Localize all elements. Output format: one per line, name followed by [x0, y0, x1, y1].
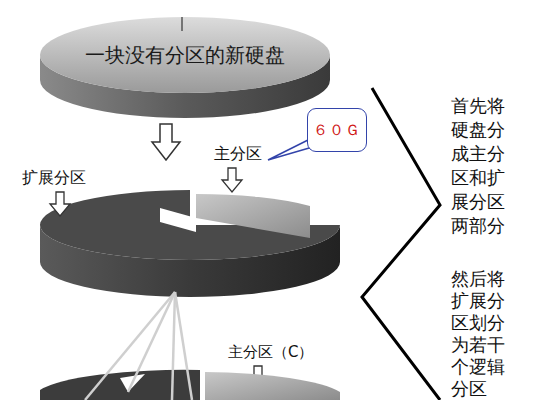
primary-partition-slice — [205, 372, 340, 400]
extended-partition-top — [40, 190, 340, 260]
partition-label: 主分区 — [212, 144, 264, 165]
down-arrow — [152, 124, 180, 160]
bracket — [362, 88, 440, 400]
gap — [160, 208, 196, 232]
disk-top: 一块没有分区的新硬盘 — [40, 17, 330, 93]
down-arrow — [222, 168, 242, 192]
disk-top — [40, 370, 200, 400]
split-lines — [85, 292, 192, 400]
callout-box: ６０Ｇ — [307, 108, 367, 152]
size-value: ６０Ｇ — [313, 121, 361, 140]
primary-partition-slice — [196, 194, 310, 238]
note-text: 首先将硬盘分成主分区和扩展分区两部分 — [451, 94, 505, 238]
disk-label: 一块没有分区的新硬盘 — [85, 42, 285, 69]
note-text: 然后将扩展分区划分为若干个逻辑分区 — [451, 268, 505, 400]
partition-label: 主分区（C） — [226, 343, 315, 362]
partition-label: 扩展分区 — [20, 168, 88, 189]
down-arrow — [50, 192, 70, 216]
